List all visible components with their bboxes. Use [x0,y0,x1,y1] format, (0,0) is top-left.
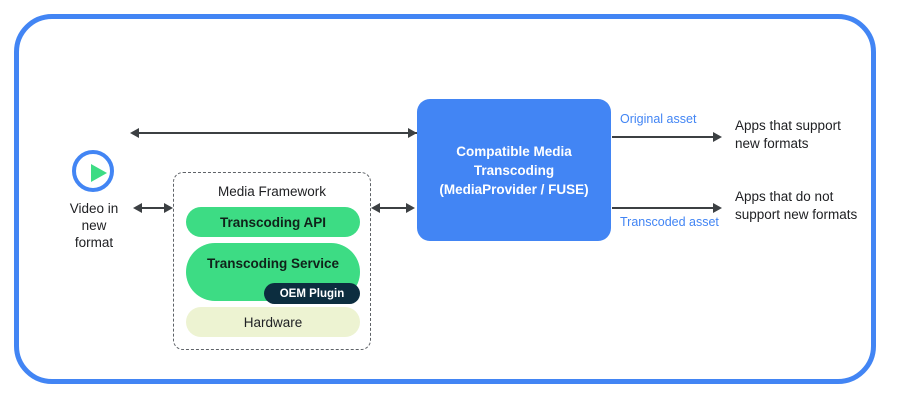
compatible-media-transcoding-label: Compatible Media Transcoding (MediaProvi… [439,143,589,197]
transcoded-asset-label: Transcoded asset [620,215,719,229]
arrow-transcoded-asset-head-icon [713,202,722,213]
arrow-top-line [139,132,417,134]
arrow-original-asset-line [612,136,716,138]
arrow-transcoded-asset-line [612,207,716,209]
arrow-framework-transcoding-head-right-icon [406,202,415,213]
arrow-video-framework-head-left-icon [133,202,142,213]
video-source-label: Video in new format [69,201,119,250]
apps-support-new-formats-label: Apps that support new formats [735,118,841,151]
arrow-video-framework-line [141,207,169,209]
media-framework-title: Media Framework [217,184,327,199]
arrow-video-framework-head-right-icon [164,202,173,213]
arrow-original-asset-head-icon [713,131,722,142]
media-framework-box: Media Framework Transcoding API Transcod… [173,172,371,350]
apps-no-support-new-formats-label: Apps that do not support new formats [735,189,858,222]
oem-plugin-pill: OEM Plugin [264,283,360,304]
original-asset-label: Original asset [620,112,697,126]
arrow-top-head-right-icon [408,127,417,138]
play-circle-icon [72,150,114,192]
transcoding-api-pill: Transcoding API [186,207,360,237]
play-triangle-icon [91,164,107,182]
hardware-pill: Hardware [186,307,360,337]
arrow-top-head-left-icon [130,127,139,138]
arrow-framework-transcoding-head-left-icon [371,202,380,213]
compatible-media-transcoding-box: Compatible Media Transcoding (MediaProvi… [417,99,611,241]
arrow-framework-transcoding-line [378,207,408,209]
